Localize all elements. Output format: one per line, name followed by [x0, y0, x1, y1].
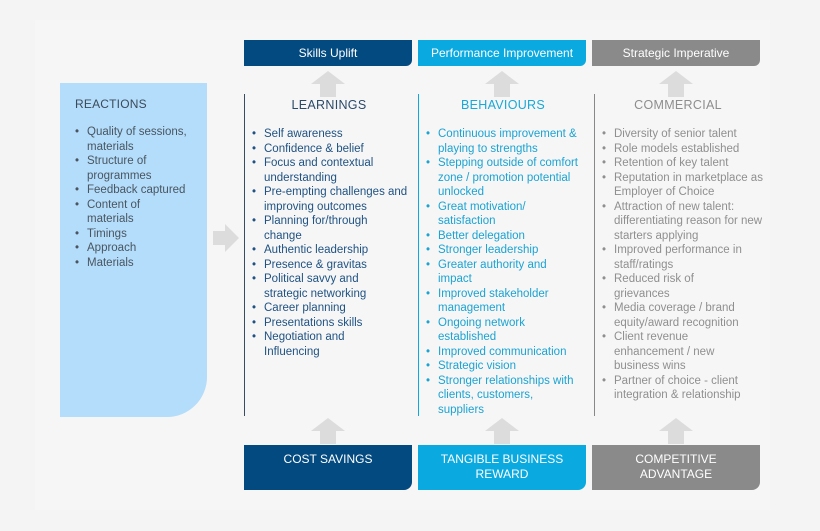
list-item: Client revenue enhancement / new busines…	[601, 330, 744, 374]
list-item: Planning for/through change	[251, 214, 389, 243]
list-item: Greater authority and impact	[425, 258, 563, 287]
list-item: Great motivation/ satisfaction	[425, 200, 548, 229]
list-item: Reputation in marketplace as Employer of…	[601, 171, 764, 200]
behaviours-column: BEHAVIOURS Continuous improvement & play…	[418, 94, 587, 416]
list-item: Career planning	[251, 301, 411, 316]
reactions-panel: REACTIONS Quality of sessions, materials…	[60, 83, 207, 417]
list-item: Quality of sessions, materials	[74, 125, 202, 154]
list-item: Confidence & belief	[251, 142, 411, 157]
list-item: Negotiation and Influencing	[251, 330, 374, 359]
list-item: Pre-empting challenges and improving out…	[251, 185, 411, 214]
tab-label: Strategic Imperative	[622, 46, 730, 60]
cost-savings-box: COST SAVINGS	[244, 445, 412, 490]
tab-label: Skills Uplift	[298, 46, 358, 60]
list-item: Strategic vision	[425, 359, 585, 374]
list-item: Reduced risk of grievances	[601, 272, 724, 301]
list-item: Timings	[74, 227, 204, 242]
arrow-up-icon	[311, 418, 345, 444]
learnings-list: Self awareness Confidence & belief Focus…	[251, 127, 411, 359]
competitive-advantage-box: COMPETITIVE ADVANTAGE	[592, 445, 760, 490]
list-item: Political savvy and strategic networking	[251, 272, 389, 301]
box-label: COST SAVINGS	[283, 452, 373, 466]
arrow-up-icon	[485, 418, 519, 444]
arrow-up-icon	[311, 71, 345, 97]
list-item: Improved stakeholder management	[425, 287, 568, 316]
column-heading: BEHAVIOURS	[460, 98, 546, 112]
list-item: Stronger leadership	[425, 243, 585, 258]
list-item: Content of materials	[74, 198, 177, 227]
box-label: COMPETITIVE ADVANTAGE	[635, 452, 717, 481]
tab-performance-improvement: Performance Improvement	[418, 40, 586, 66]
list-item: Media coverage / brand equity/award reco…	[601, 301, 764, 330]
learnings-column: LEARNINGS Self awareness Confidence & be…	[244, 94, 413, 416]
list-item: Ongoing network established	[425, 316, 548, 345]
commercial-list: Diversity of senior talent Role models e…	[601, 127, 764, 403]
list-item: Focus and contextual understanding	[251, 156, 389, 185]
column-heading: COMMERCIAL	[634, 98, 722, 112]
list-item: Retention of key talent	[601, 156, 761, 171]
list-item: Self awareness	[251, 127, 411, 142]
reactions-list: Quality of sessions, materials Structure…	[74, 125, 204, 270]
tangible-business-reward-box: TANGIBLE BUSINESS REWARD	[418, 445, 586, 490]
list-item: Improved performance in staff/ratings	[601, 243, 764, 272]
list-item: Attraction of new talent: differentiatin…	[601, 200, 764, 244]
list-item: Stronger relationships with clients, cus…	[425, 374, 578, 418]
list-item: Approach	[74, 241, 204, 256]
list-item: Feedback captured	[74, 183, 204, 198]
list-item: Stepping outside of comfort zone / promo…	[425, 156, 583, 200]
list-item: Continuous improvement & playing to stre…	[425, 127, 583, 156]
tab-label: Performance Improvement	[430, 46, 574, 60]
behaviours-list: Continuous improvement & playing to stre…	[425, 127, 585, 417]
list-item: Structure of programmes	[74, 154, 202, 183]
arrow-up-icon	[485, 71, 519, 97]
list-item: Presence & gravitas	[251, 258, 411, 273]
arrow-up-icon	[659, 71, 693, 97]
list-item: Better delegation	[425, 229, 585, 244]
commercial-column: COMMERCIAL Diversity of senior talent Ro…	[594, 94, 764, 416]
column-heading: LEARNINGS	[291, 98, 367, 112]
box-label: TANGIBLE BUSINESS REWARD	[440, 452, 564, 481]
arrow-up-icon	[659, 418, 693, 444]
list-item: Role models established	[601, 142, 761, 157]
list-item: Presentations skills	[251, 316, 411, 331]
tab-skills-uplift: Skills Uplift	[244, 40, 412, 66]
reactions-title: REACTIONS	[75, 97, 147, 111]
tab-strategic-imperative: Strategic Imperative	[592, 40, 760, 66]
list-item: Improved communication	[425, 345, 585, 360]
list-item: Diversity of senior talent	[601, 127, 761, 142]
list-item: Authentic leadership	[251, 243, 411, 258]
list-item: Partner of choice - client integration &…	[601, 374, 769, 403]
arrow-right-icon	[213, 224, 239, 252]
list-item: Materials	[74, 256, 204, 271]
